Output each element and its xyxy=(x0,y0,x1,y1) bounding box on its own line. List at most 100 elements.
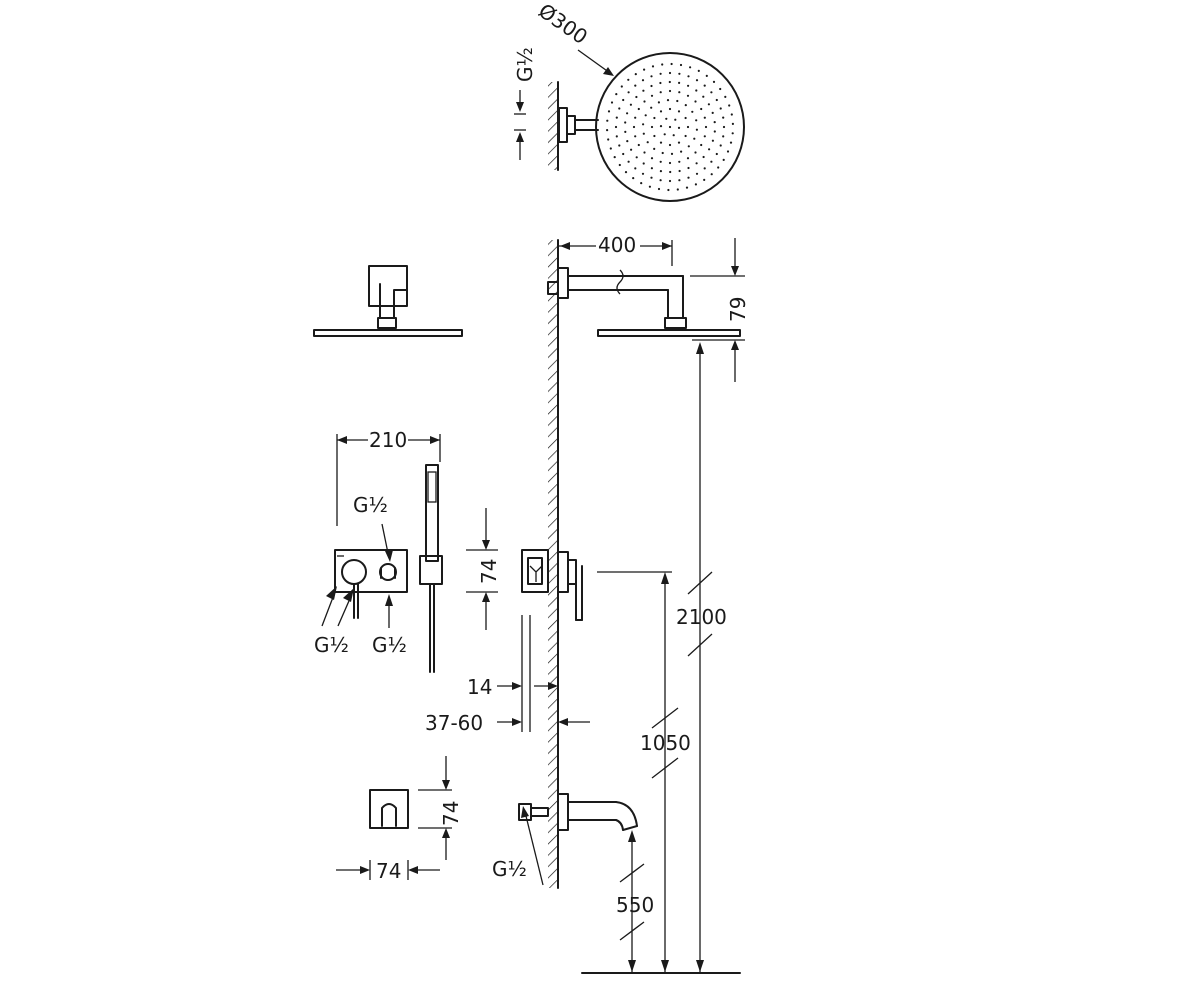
nozzle-dot xyxy=(622,152,625,156)
plate-height-label: 74 xyxy=(477,559,501,584)
spout-height-label: 550 xyxy=(616,893,654,917)
nozzle-dot xyxy=(642,162,645,165)
nozzle-dot xyxy=(607,138,610,141)
nozzle-dot xyxy=(657,187,661,191)
nozzle-dot xyxy=(641,79,645,82)
nozzle-dot xyxy=(710,91,713,94)
nozzle-dot xyxy=(661,151,664,155)
nozzle-dot xyxy=(650,106,653,109)
nozzle-dot xyxy=(648,185,652,188)
nozzle-dot xyxy=(687,145,690,148)
valve-side-view xyxy=(521,549,583,621)
nozzle-dot xyxy=(687,176,690,179)
nozzle-dot xyxy=(669,170,672,174)
nozzle-dot xyxy=(685,186,689,189)
shower-arm-side xyxy=(547,267,741,337)
nozzle-dot xyxy=(659,81,662,85)
nozzle-dot xyxy=(710,173,713,176)
wall-depth-min-label: 14 xyxy=(467,675,492,699)
nozzle-dot xyxy=(680,150,683,153)
wall-flange-top xyxy=(558,107,568,143)
valve-top-thread-label: G½ xyxy=(353,493,388,517)
valve-thread-right-label: G½ xyxy=(372,633,407,657)
nozzle-dot xyxy=(609,147,612,150)
nozzle-dot xyxy=(668,125,672,129)
head-thread-label: G½ xyxy=(513,47,537,82)
nozzle-dot xyxy=(711,139,715,142)
nozzle-dot xyxy=(659,110,663,113)
nozzle-dot xyxy=(634,135,637,138)
nozzle-dot xyxy=(722,125,726,129)
shower-head-plate-front xyxy=(313,329,463,337)
valve-handle xyxy=(341,559,367,585)
nozzle-dot xyxy=(634,73,637,76)
nozzle-dot xyxy=(677,126,681,129)
nozzle-dot xyxy=(653,116,656,120)
nozzle-dot xyxy=(707,103,711,106)
nozzle-dot xyxy=(684,134,687,138)
nozzle-dot xyxy=(668,179,672,183)
nozzle-dot xyxy=(637,143,640,147)
nozzle-dot xyxy=(620,85,623,88)
nozzle-dot xyxy=(607,110,611,113)
nozzle-dot xyxy=(626,140,629,143)
nozzle-dot xyxy=(715,152,718,156)
nozzle-dot xyxy=(693,137,696,140)
nozzle-dot xyxy=(710,160,713,163)
nozzle-dot xyxy=(618,163,621,167)
nozzle-dot xyxy=(691,110,694,113)
valve-front-view: 210 G½ G½ G½ xyxy=(314,428,443,673)
nozzle-dot xyxy=(700,107,703,111)
valve-thread-left-label: G½ xyxy=(314,633,349,657)
nozzle-dot xyxy=(668,89,672,93)
nozzle-dot xyxy=(634,167,637,170)
nozzle-dot xyxy=(615,116,618,119)
nozzle-dot xyxy=(731,132,734,135)
spout-thread-label: G½ xyxy=(492,857,527,881)
nozzle-dot xyxy=(700,143,703,147)
head-height-label: 79 xyxy=(726,297,750,322)
nozzle-dot xyxy=(703,178,706,181)
nozzle-dot xyxy=(650,167,654,170)
nozzle-dot xyxy=(687,84,690,87)
nozzle-dot xyxy=(705,74,708,77)
nozzle-dot xyxy=(713,121,716,124)
nozzle-dot xyxy=(728,104,731,107)
nozzle-dot xyxy=(703,167,706,170)
nozzle-dot xyxy=(634,84,637,87)
nozzle-dot xyxy=(686,157,690,160)
nozzle-dot xyxy=(606,119,609,122)
nozzle-dot xyxy=(686,94,690,97)
nozzle-dot xyxy=(702,95,705,98)
spout-plate-width-label: 74 xyxy=(376,859,401,883)
nozzle-dot xyxy=(676,188,679,191)
nozzle-dot xyxy=(630,148,633,151)
nozzle-dot xyxy=(726,150,730,153)
nozzle-dot xyxy=(694,183,698,186)
nozzle-dot xyxy=(659,91,662,94)
nozzle-dot xyxy=(695,89,698,92)
nozzle-dot xyxy=(618,144,621,147)
valve-height-dimension: 1050 xyxy=(597,571,691,972)
nozzle-dot xyxy=(632,177,635,180)
nozzle-dot xyxy=(670,62,673,66)
wall-depth-range-label: 37-60 xyxy=(425,711,483,735)
nozzle-dot xyxy=(613,156,616,159)
nozzle-dot xyxy=(678,91,681,94)
nozzle-dot xyxy=(642,132,645,135)
bath-spout-side: G½ xyxy=(492,793,638,886)
nozzle-dot xyxy=(712,80,716,83)
nozzle-dot xyxy=(626,112,629,115)
nozzle-dot xyxy=(730,113,733,116)
nozzle-dot xyxy=(678,160,681,163)
nozzle-dot xyxy=(663,133,666,136)
nozzle-dot xyxy=(677,141,681,144)
nozzle-dot xyxy=(684,104,687,107)
nozzle-dot xyxy=(722,135,725,138)
nozzle-dot xyxy=(615,135,618,138)
nozzle-dot xyxy=(650,125,654,129)
nozzle-dot xyxy=(695,119,698,122)
nozzle-dot xyxy=(678,81,681,84)
nozzle-dot xyxy=(670,152,674,155)
